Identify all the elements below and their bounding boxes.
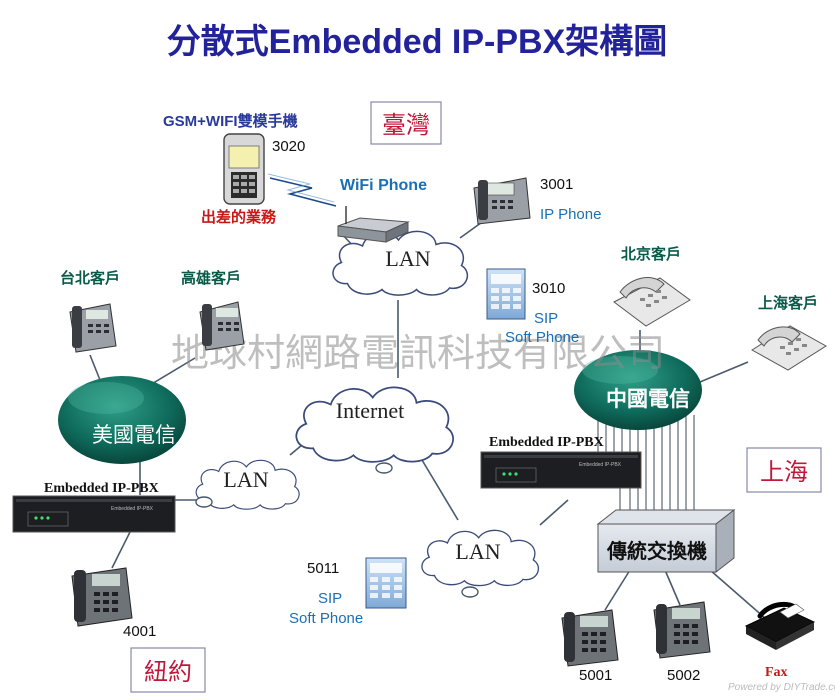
phone-5002: 5002 — [653, 601, 711, 684]
cloud-us-telecom-label: 美國電信 — [92, 423, 176, 447]
link-pbx-ny-phone — [111, 531, 131, 569]
cloud-us-telecom: 美國電信 — [58, 376, 186, 464]
cloud-lan-newyork: LAN — [195, 459, 300, 510]
pbx-sh-screen-text: Embedded IP-PBX — [579, 462, 622, 468]
cloud-internet-label: Internet — [336, 398, 404, 423]
link-switch-5001 — [604, 569, 631, 611]
pbx-sh-device: Embedded IP-PBX — [480, 451, 642, 489]
cloud-lan-shanghai: LAN — [421, 529, 540, 587]
beijing-client-phone — [613, 277, 691, 327]
soft-phone-tw-ext: 3010 — [532, 280, 565, 297]
soft-phone-sh-sip: SIP — [318, 590, 342, 607]
ip-phone-label: IP Phone — [540, 206, 601, 223]
soft-phone-sh-ext: 5011 — [307, 560, 339, 577]
cloud-lan-newyork-label: LAN — [223, 467, 268, 492]
shanghai-client-label: 上海客戶 — [758, 294, 818, 312]
cloud-connectors — [195, 462, 479, 598]
fax-machine-icon: Fax — [744, 601, 816, 680]
soft-phone-sh-label: Soft Phone — [289, 610, 363, 627]
taipei-client-phone — [69, 303, 117, 353]
beijing-client-label: 北京客戶 — [621, 245, 681, 263]
pbx-ny-label: Embedded IP-PBX — [44, 481, 159, 496]
kaohsiung-client-phone — [199, 301, 245, 351]
cloud-lan-taiwan: LAN — [332, 230, 469, 297]
location-new-york-label: 紐約 — [144, 659, 192, 686]
link-kaohsiung-us — [149, 357, 196, 386]
gsm-wifi-title: GSM+WIFI雙模手機 — [163, 112, 298, 130]
business-trip-label: 出差的業務 — [201, 208, 277, 226]
company-watermark: 地球村網路電訊科技有限公司 — [171, 333, 665, 375]
soft-phone-tw-label: Soft Phone — [505, 329, 579, 346]
location-taiwan: 臺灣 — [370, 101, 442, 145]
page-title: 分散式Embedded IP-PBX架構圖 — [167, 23, 668, 61]
phone-5001-ext: 5001 — [579, 667, 612, 684]
legacy-switch: 傳統交換機 — [596, 508, 736, 574]
link-shanghai-cn — [699, 361, 749, 383]
pbx-sh-label: Embedded IP-PBX — [489, 435, 604, 450]
soft-phone-3010: 3010 SIP Soft Phone — [486, 268, 579, 346]
footer-watermark: Powered by DIYTrade.com — [728, 682, 835, 693]
cloud-china-telecom-label: 中國電信 — [606, 387, 690, 411]
wifi-phone-label: WiFi Phone — [340, 177, 427, 194]
location-taiwan-label: 臺灣 — [382, 112, 430, 139]
soft-phone-tw-sip: SIP — [534, 310, 558, 327]
location-shanghai: 上海 — [746, 447, 822, 493]
link-switch-fax — [709, 569, 766, 619]
cloud-lan-taiwan-label: LAN — [385, 246, 430, 271]
phone-5002-ext: 5002 — [667, 667, 700, 684]
ip-phone-ext: 3001 — [540, 176, 573, 193]
wifi-router-icon — [337, 206, 410, 243]
ip-phone-3001: 3001 IP Phone — [473, 176, 601, 225]
fax-label: Fax — [765, 665, 788, 680]
cloud-china-telecom: 中國電信 — [574, 350, 702, 430]
link-switch-5002 — [664, 569, 681, 606]
pbx-ny-device: Embedded IP-PBX — [12, 495, 176, 533]
link-lan-sh-pbx — [539, 499, 569, 526]
taipei-client-label: 台北客戶 — [60, 269, 120, 287]
ny-phone-ext: 4001 — [123, 623, 156, 640]
location-shanghai-label: 上海 — [760, 459, 808, 486]
ny-phone-4001: 4001 — [71, 567, 156, 640]
wifi-signal-icon — [269, 177, 337, 207]
shanghai-client-phone — [751, 325, 827, 371]
legacy-switch-label: 傳統交換機 — [606, 539, 707, 563]
soft-phone-5011: 5011 SIP Soft Phone — [289, 557, 407, 627]
gsm-ext: 3020 — [272, 138, 305, 155]
phone-5001: 5001 — [561, 609, 619, 684]
link-taipei-us — [89, 354, 101, 381]
location-new-york: 紐約 — [130, 647, 206, 693]
gsm-wifi-phone: GSM+WIFI雙模手機 3020 出差的業務 — [163, 112, 305, 226]
kaohsiung-client-label: 高雄客戶 — [181, 269, 241, 287]
cloud-internet: Internet — [295, 386, 455, 463]
cloud-lan-shanghai-label: LAN — [455, 539, 500, 564]
pbx-ny-screen-text: Embedded IP-PBX — [111, 506, 154, 512]
